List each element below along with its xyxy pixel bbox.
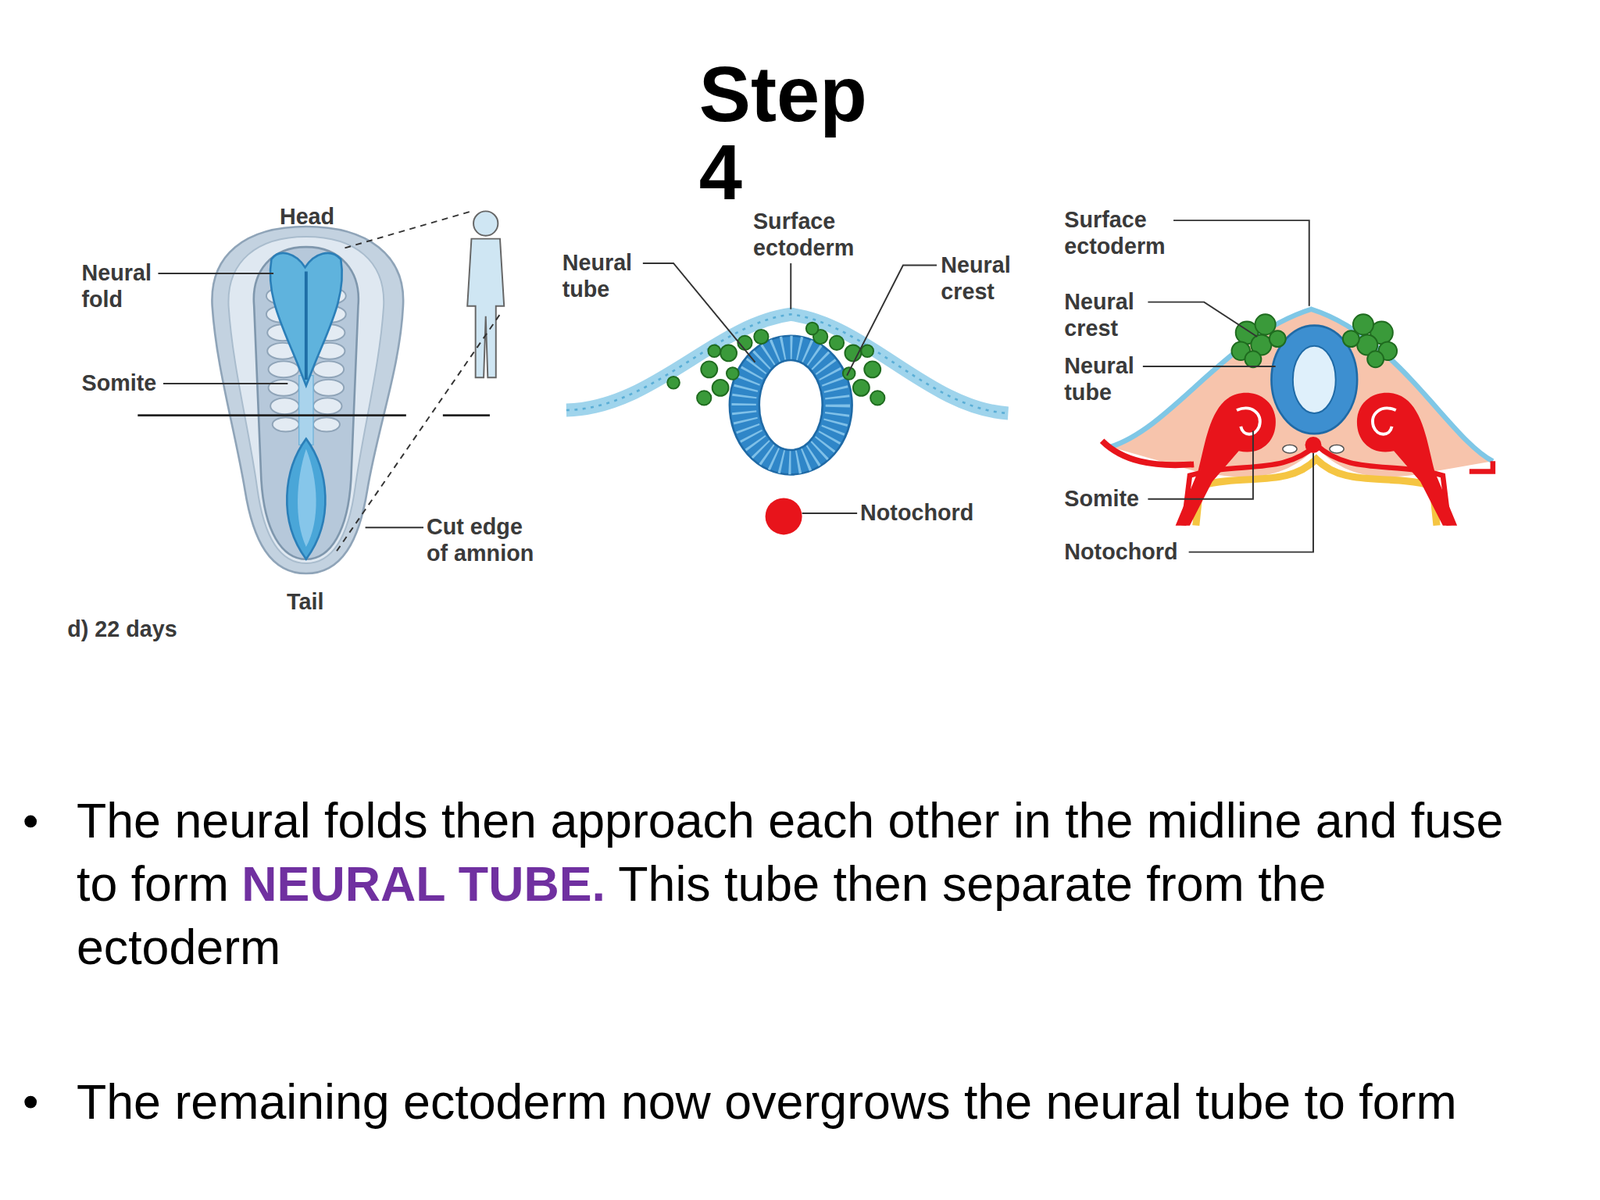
part-label: Notochord bbox=[1064, 539, 1208, 566]
section-plane-line bbox=[137, 414, 490, 417]
highlight-term: NEURAL TUBE. bbox=[241, 857, 606, 911]
part-label: d) 22 days bbox=[67, 616, 272, 643]
dorsal-embryo bbox=[211, 226, 404, 574]
part-label: Tail bbox=[286, 589, 368, 616]
bullet-dot bbox=[24, 1096, 37, 1109]
bullet-dot bbox=[24, 815, 37, 829]
part-label: Head bbox=[279, 203, 372, 231]
leader-lines bbox=[157, 273, 424, 528]
part-label: Somite bbox=[1064, 485, 1167, 513]
part-label: Somite bbox=[81, 370, 184, 397]
part-label: Surface ectoderm bbox=[753, 207, 866, 261]
cross-section-late bbox=[1102, 309, 1493, 526]
text-run: The remaining ectoderm now overgrows the… bbox=[76, 1074, 1458, 1129]
bullet-text: The neural folds then approach each othe… bbox=[76, 789, 1526, 980]
slide-title: Step 4 bbox=[699, 56, 883, 212]
part-label: Surface ectoderm bbox=[1064, 207, 1177, 261]
bullet-text: The remaining ectoderm now overgrows the… bbox=[76, 1070, 1526, 1134]
part-label: Neural crest bbox=[1064, 289, 1146, 343]
part-label: Neural crest bbox=[940, 252, 1022, 306]
part-label: Cut edge of amnion bbox=[426, 514, 541, 568]
part-label: Neural tube bbox=[562, 250, 644, 304]
leader-lines bbox=[1142, 220, 1314, 552]
part-label: Neural fold bbox=[81, 260, 163, 314]
cross-section-early bbox=[566, 314, 1009, 535]
part-label: Neural tube bbox=[1064, 353, 1146, 407]
part-label: Notochord bbox=[860, 500, 1004, 527]
leader-lines bbox=[642, 263, 937, 514]
zoom-dashed-lines bbox=[336, 210, 500, 551]
